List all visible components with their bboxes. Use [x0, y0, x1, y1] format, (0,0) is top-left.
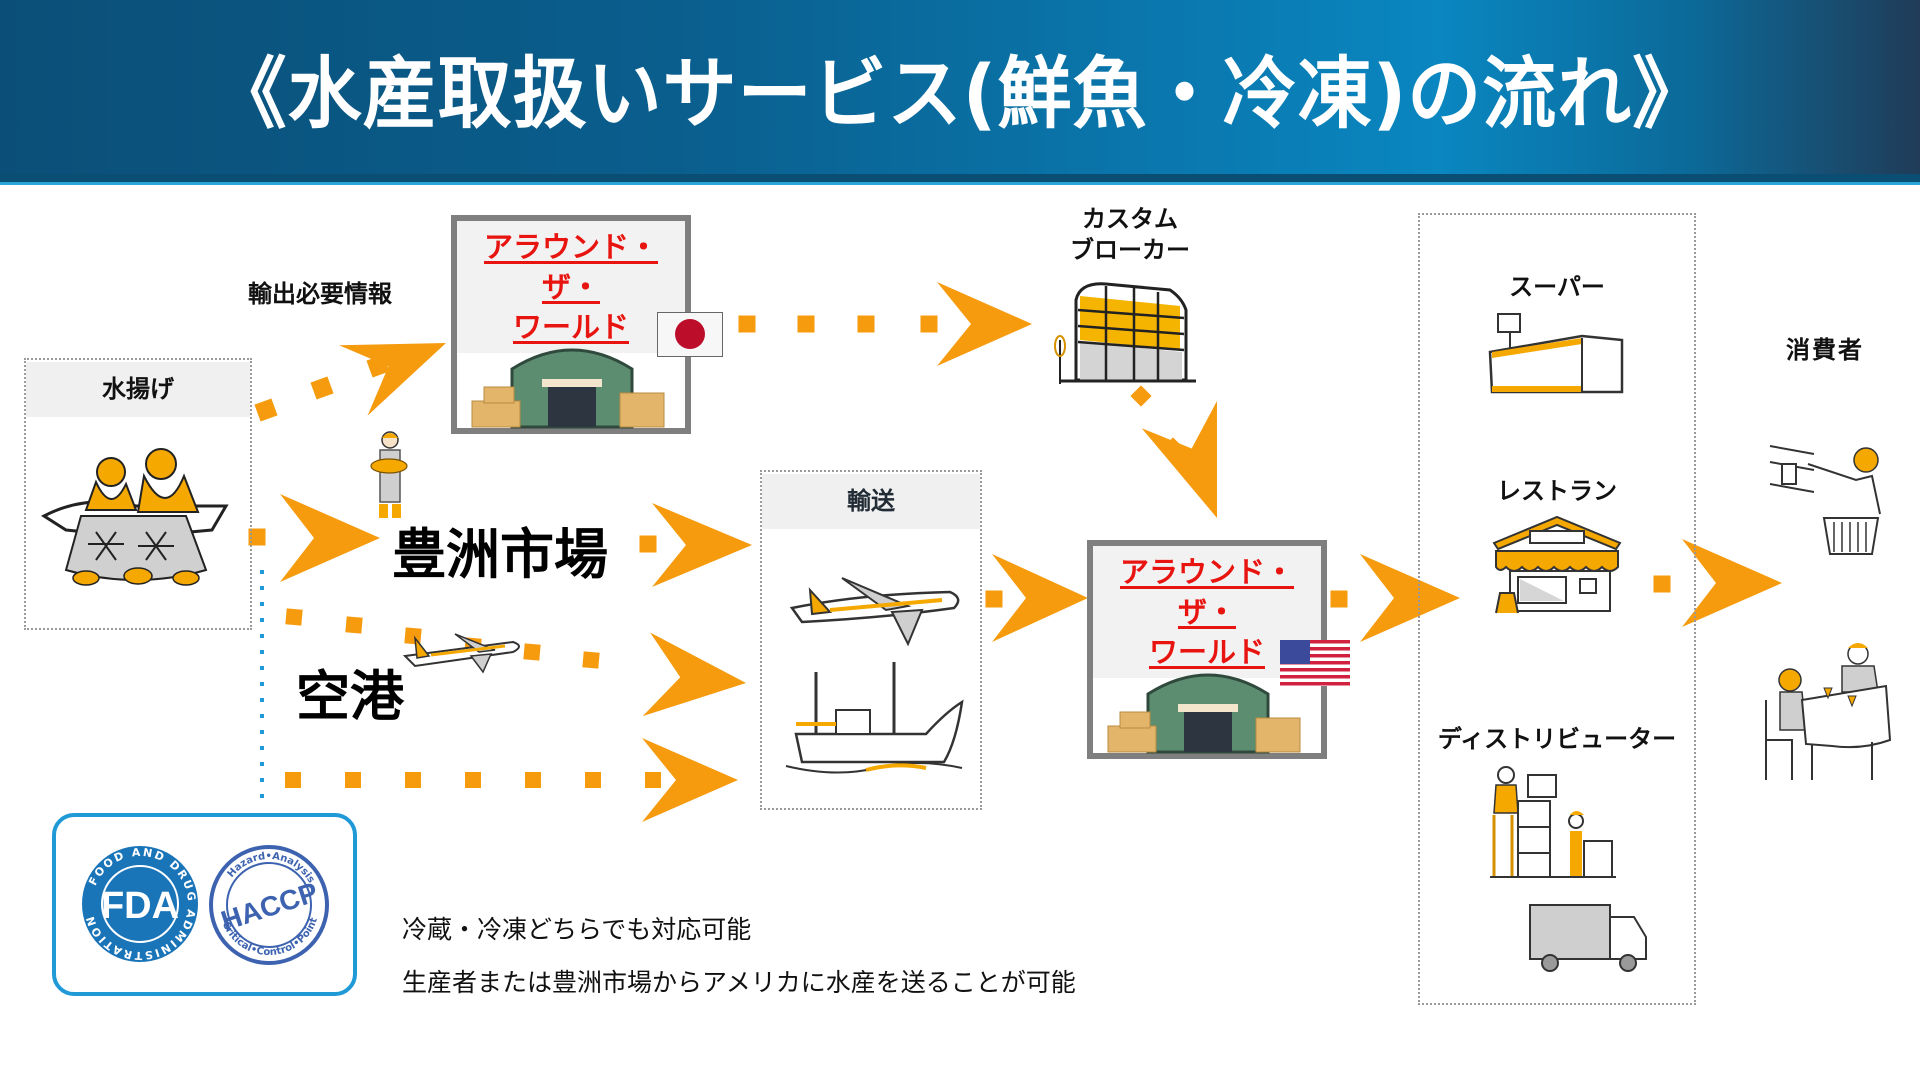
arrowhead-to-retail [1360, 554, 1460, 642]
distributor-icon [1490, 766, 1647, 972]
connector-dot [797, 315, 815, 333]
connector-dot [639, 535, 657, 553]
atw-usa-box[interactable]: アラウンド・ザ・ ワールド [1087, 540, 1327, 759]
retail-label-distributor: ディストリビューター [1437, 725, 1677, 753]
arrowhead-to-atw-japan [339, 343, 446, 416]
arrowhead-direct-to-transport [642, 738, 738, 822]
cert-connector-dot [260, 698, 264, 702]
atw-japan-box[interactable]: アラウンド・ザ・ ワールド [451, 215, 691, 434]
connector-dot [920, 315, 938, 333]
note-line-2: 生産者または豊洲市場からアメリカに水産を送ることが可能 [402, 968, 1076, 997]
page-title: 《水産取扱いサービス(鮮魚・冷凍)の流れ》 [212, 48, 1708, 140]
transport-box: 輸送 [760, 470, 982, 810]
cert-connector-dot [260, 618, 264, 622]
connector-dot [285, 608, 303, 626]
restaurant-icon [1492, 515, 1622, 614]
connector-dot [254, 398, 278, 422]
cert-connector-dot [260, 602, 264, 606]
cert-connector-dot [260, 682, 264, 686]
retail-label-restaurant: レストラン [1497, 477, 1617, 505]
customs-broker-label-line1: カスタム [1082, 205, 1178, 233]
toyosu-market-label: 豊洲市場 [392, 523, 608, 586]
header-divider [0, 174, 1920, 185]
retail-label-supermarket: スーパー [1509, 273, 1605, 301]
atw-usa-title-line2[interactable]: ワールド [1148, 635, 1265, 669]
airplane-icon [402, 633, 520, 674]
airport-label: 空港 [296, 665, 404, 728]
arrowhead-airport-to-transport [642, 632, 746, 717]
cert-connector-dot [260, 794, 264, 798]
airplane-icon [789, 577, 960, 647]
fda-logo-icon: FOOD AND DRUG ADMINISTRATION FDA [82, 846, 198, 962]
connector-dot [585, 772, 601, 788]
fda-center-text: FDA [101, 885, 179, 927]
connector-dot [738, 315, 756, 333]
cert-connector-dot [260, 746, 264, 750]
connector-dot [345, 616, 363, 634]
export-info-label: 輸出必要情報 [248, 280, 392, 308]
cert-connector-dot [260, 650, 264, 654]
arrowhead-to-atw-usa-from-transport [992, 554, 1088, 642]
arrowhead-toyosu-to-transport [652, 503, 752, 587]
connector-dot [310, 376, 334, 400]
connector-dot [582, 651, 600, 669]
usa-flag-icon [1280, 640, 1350, 686]
atw-usa-title-line1[interactable]: アラウンド・ザ・ [1119, 555, 1294, 629]
cert-connector-dot [260, 570, 264, 574]
connector-dot [523, 643, 541, 661]
transport-label: 輸送 [762, 474, 980, 529]
consumer-label: 消費者 [1786, 336, 1864, 364]
arrowhead-to-atw-usa [1141, 400, 1217, 518]
connector-dot [525, 772, 541, 788]
connector-dot [248, 528, 266, 546]
cert-connector-dot [260, 714, 264, 718]
retail-channels-box: スーパー レストラン ディストリビューター [1418, 213, 1696, 1005]
connector-dot [345, 772, 361, 788]
office-building-icon [1054, 282, 1196, 384]
haccp-logo-icon: Hazard•Analysis Critical•Control•Point H… [209, 845, 329, 965]
atw-usa-title[interactable]: アラウンド・ザ・ ワールド [1093, 546, 1321, 678]
note-line-1: 冷蔵・冷凍どちらでも対応可能 [402, 915, 752, 944]
warehouse-icon [471, 348, 665, 429]
arrowhead-to-toyosu [280, 494, 380, 582]
warehouse-icon [1107, 673, 1301, 754]
cert-connector-dot [260, 778, 264, 782]
connector-dot [985, 590, 1003, 608]
cert-connector-dot [260, 730, 264, 734]
cert-connector-dot [260, 586, 264, 590]
connector-dot [857, 315, 875, 333]
japan-flag-icon [657, 312, 723, 357]
shopper-icon [1769, 445, 1881, 555]
connector-dot [645, 772, 661, 788]
connector-dot [405, 772, 421, 788]
atw-japan-title[interactable]: アラウンド・ザ・ ワールド [457, 221, 685, 353]
connector-dot [1130, 385, 1152, 407]
connector-dot [1330, 590, 1348, 608]
fish-market-worker-icon [370, 431, 408, 518]
atw-japan-title-line1[interactable]: アラウンド・ザ・ [483, 230, 658, 304]
connector-dot [465, 772, 481, 788]
customs-broker-label-line2: ブローカー [1070, 236, 1190, 264]
dining-couple-icon [1765, 643, 1892, 780]
landing-label: 水揚げ [26, 362, 250, 417]
connector-dot [285, 772, 301, 788]
landing-box: 水揚げ [24, 358, 252, 630]
connector-dot [1653, 575, 1671, 593]
cert-connector-dot [260, 666, 264, 670]
supermarket-icon [1488, 313, 1624, 394]
cert-connector-dot [260, 762, 264, 766]
customs-broker-label: カスタム ブローカー [1040, 204, 1220, 266]
header-banner [0, 0, 1920, 182]
cert-connector-dot [260, 634, 264, 638]
arrowhead-to-consumer [1682, 539, 1782, 627]
arrowhead-to-customs-broker [937, 282, 1032, 366]
cargo-ship-icon [785, 662, 964, 774]
fishermen-net-icon [41, 448, 229, 586]
certifications-box: FOOD AND DRUG ADMINISTRATION FDA Hazard•… [52, 813, 357, 996]
atw-japan-title-line2[interactable]: ワールド [512, 310, 629, 344]
